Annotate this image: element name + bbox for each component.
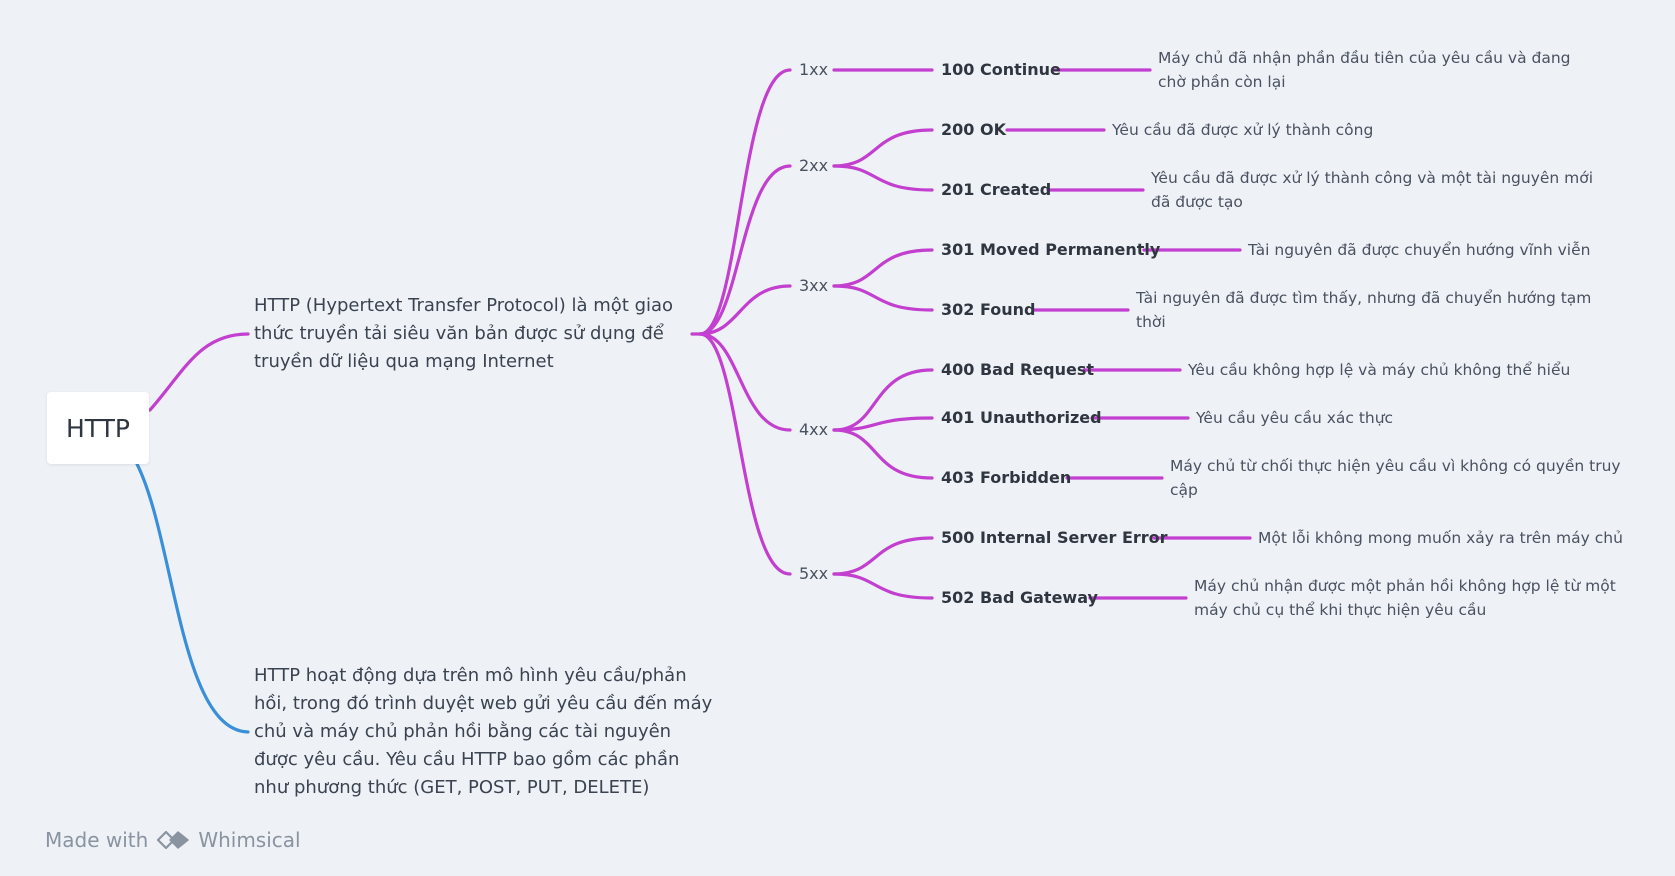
edge-3xx-302 [832,284,934,312]
edge-4xx-401 [832,416,934,432]
root-node-http[interactable]: HTTP [47,392,149,464]
made-with-whimsical[interactable]: Made with Whimsical [45,828,301,852]
whimsical-brand-label: Whimsical [198,828,301,852]
topic-text: HTTP hoạt động dựa trên mô hình yêu cầu/… [254,665,713,798]
class-node-3xx[interactable]: 3xx [799,276,828,295]
code-node-400[interactable]: 400 Bad Request [941,360,1094,379]
edge-root-topic1 [148,332,250,412]
edge-2xx-200 [832,128,934,168]
edge-4xx-400 [832,368,934,432]
desc-text: Máy chủ từ chối thực hiện yêu cầu vì khô… [1170,457,1621,499]
code-node-301[interactable]: 301 Moved Permanently [941,240,1160,259]
edge-3xx-301 [832,248,934,288]
code-label: 401 Unauthorized [941,408,1102,427]
class-node-5xx[interactable]: 5xx [799,564,828,583]
code-node-200[interactable]: 200 OK [941,120,1006,139]
code-node-502[interactable]: 502 Bad Gateway [941,588,1098,607]
desc-text: Yêu cầu đã được xử lý thành công và một … [1151,169,1594,211]
edge-topic-3xx [698,284,792,336]
edge-2xx-201 [832,164,934,192]
code-label: 400 Bad Request [941,360,1095,379]
class-node-1xx[interactable]: 1xx [799,60,828,79]
edge-5xx-502 [832,572,934,600]
desc-node-201[interactable]: Yêu cầu đã được xử lý thành công và một … [1151,166,1596,214]
desc-node-302[interactable]: Tài nguyên đã được tìm thấy, nhưng đã ch… [1136,286,1596,334]
topic-node-definition[interactable]: HTTP (Hypertext Transfer Protocol) là mộ… [254,292,694,376]
desc-node-401[interactable]: Yêu cầu yêu cầu xác thực [1196,406,1596,430]
desc-text: Tài nguyên đã được tìm thấy, nhưng đã ch… [1136,289,1592,331]
class-label: 1xx [799,60,829,79]
code-label: 200 OK [941,120,1006,139]
desc-text: Máy chủ nhận được một phản hồi không hợp… [1194,577,1616,619]
code-label: 301 Moved Permanently [941,240,1161,259]
desc-node-500[interactable]: Một lỗi không mong muốn xảy ra trên máy … [1258,526,1668,550]
class-label: 3xx [799,276,829,295]
code-label: 403 Forbidden [941,468,1072,487]
code-node-401[interactable]: 401 Unauthorized [941,408,1102,427]
desc-node-100[interactable]: Máy chủ đã nhận phần đầu tiên của yêu cầ… [1158,46,1603,94]
desc-node-403[interactable]: Máy chủ từ chối thực hiện yêu cầu vì khô… [1170,454,1630,502]
code-label: 502 Bad Gateway [941,588,1098,607]
whimsical-logo-icon [156,829,190,851]
desc-text: Yêu cầu đã được xử lý thành công [1112,121,1374,139]
code-node-100[interactable]: 100 Continue [941,60,1061,79]
edge-topic-4xx [698,332,792,432]
desc-node-301[interactable]: Tài nguyên đã được chuyển hướng vĩnh viễ… [1248,238,1668,262]
class-node-2xx[interactable]: 2xx [799,156,828,175]
topic-text: HTTP (Hypertext Transfer Protocol) là mộ… [254,295,674,372]
code-label: 201 Created [941,180,1052,199]
root-label: HTTP [66,413,130,443]
edge-5xx-500 [832,536,934,576]
edge-4xx-403 [832,428,934,480]
code-node-500[interactable]: 500 Internal Server Error [941,528,1168,547]
class-label: 5xx [799,564,829,583]
desc-node-400[interactable]: Yêu cầu không hợp lệ và máy chủ không th… [1188,358,1648,382]
desc-text: Một lỗi không mong muốn xảy ra trên máy … [1258,529,1623,547]
desc-text: Yêu cầu yêu cầu xác thực [1196,409,1394,427]
class-label: 4xx [799,420,829,439]
made-with-label: Made with [45,828,149,852]
code-node-403[interactable]: 403 Forbidden [941,468,1071,487]
edge-topic-1xx [690,68,792,336]
code-label: 302 Found [941,300,1036,319]
code-node-201[interactable]: 201 Created [941,180,1051,199]
desc-text: Tài nguyên đã được chuyển hướng vĩnh viễ… [1248,241,1591,259]
code-label: 500 Internal Server Error [941,528,1168,547]
edge-topic-2xx [698,164,792,336]
desc-node-200[interactable]: Yêu cầu đã được xử lý thành công [1112,118,1552,142]
desc-text: Yêu cầu không hợp lệ và máy chủ không th… [1188,361,1571,379]
code-node-302[interactable]: 302 Found [941,300,1035,319]
desc-node-502[interactable]: Máy chủ nhận được một phản hồi không hợp… [1194,574,1634,622]
edge-topic-5xx [698,332,792,576]
edge-root-topic2 [135,462,250,734]
class-label: 2xx [799,156,829,175]
class-node-4xx[interactable]: 4xx [799,420,828,439]
topic-node-model[interactable]: HTTP hoạt động dựa trên mô hình yêu cầu/… [254,662,714,802]
code-label: 100 Continue [941,60,1061,79]
desc-text: Máy chủ đã nhận phần đầu tiên của yêu cầ… [1158,49,1571,91]
